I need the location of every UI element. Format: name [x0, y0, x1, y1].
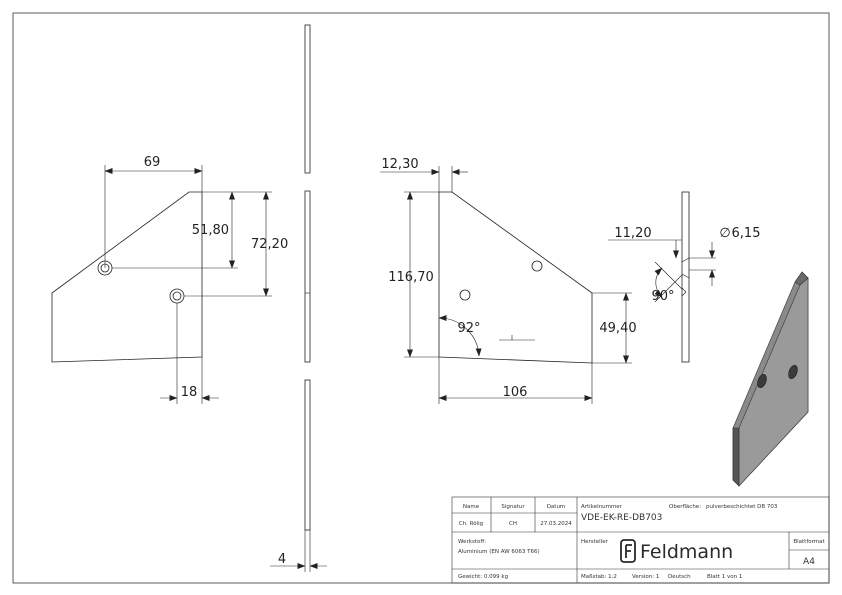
tb-version: Version: 1: [632, 574, 659, 580]
tb-article-number: VDE-EK-RE-DB703: [581, 513, 662, 523]
tb-article-label: Artikelnummer: [581, 504, 623, 510]
side-view-hole-2: [459, 289, 471, 301]
tb-header-date: Datum: [547, 504, 566, 510]
detail-diameter-symbol: ∅: [719, 226, 730, 241]
tb-header-signature: Signatur: [501, 504, 525, 510]
side-dim-49-40: 49,40: [599, 321, 636, 336]
iso-plate-edge: [732, 427, 740, 487]
detail-dim-angle-90: 90°: [651, 289, 674, 304]
edge-view-segment-top: [304, 24, 311, 174]
edge-dim-4: 4: [278, 552, 286, 567]
tb-surface-value: pulverbeschichtet DB 703: [706, 504, 778, 510]
front-dim-51-80: 51,80: [192, 223, 229, 238]
front-dim-18: 18: [181, 385, 198, 400]
title-block-text: Name Signatur Datum Ch. Rölig CH 27.03.2…: [458, 504, 826, 580]
front-view-hole-2-inner: [172, 291, 182, 301]
isometric-view: [732, 271, 809, 487]
feldmann-logo: Feldmann: [620, 539, 733, 563]
tb-header-name: Name: [463, 504, 480, 510]
angle-arc-90: [654, 267, 663, 298]
feldmann-logo-icon: [620, 539, 636, 563]
edge-view-segment-bottom: [304, 379, 311, 531]
feldmann-logo-text: Feldmann: [640, 541, 733, 563]
side-view: [380, 166, 632, 404]
detail-dim-6-15: 6,15: [732, 226, 761, 241]
iso-plate-front-face: [738, 277, 809, 487]
front-view: [51, 165, 272, 404]
iso-hole-2: [757, 373, 767, 389]
side-dim-12-30: 12,30: [381, 157, 418, 172]
tb-scale: Maßstab: 1:2: [581, 574, 617, 580]
edge-view-segment-mid: [304, 190, 311, 363]
tb-row-name: Ch. Rölig: [459, 521, 483, 527]
tb-row-signature: CH: [509, 521, 517, 527]
tb-surface-label: Oberfläche:: [669, 504, 701, 510]
detail-dim-11-20: 11,20: [614, 226, 651, 241]
front-view-hole-2: [169, 288, 185, 304]
side-view-hole-1: [531, 260, 543, 272]
angle-arc-92: [438, 314, 482, 357]
tb-row-date: 27.03.2024: [540, 521, 572, 527]
tb-language: Deutsch: [668, 574, 691, 580]
tb-manufacturer-label: Hersteller: [581, 539, 609, 545]
detail-view: [608, 191, 716, 363]
iso-plate-top-edge: [794, 271, 809, 286]
title-block: [451, 496, 830, 584]
edge-view: [270, 24, 327, 572]
tb-format-value: A4: [803, 557, 815, 567]
tb-format-label: Blattformat: [793, 539, 825, 545]
front-dim-69: 69: [144, 155, 161, 170]
side-dim-angle-92: 92°: [457, 321, 480, 336]
side-dim-106: 106: [503, 385, 528, 400]
side-view-outline: [438, 191, 593, 364]
tb-material-value: Aluminium (EN AW 6063 T66): [458, 549, 540, 555]
detail-view-plate: [681, 191, 690, 363]
tb-material-label: Werkstoff:: [458, 539, 486, 545]
tb-sheet: Blatt 1 von 1: [707, 574, 742, 580]
sheet-border: [12, 12, 830, 584]
front-view-outline: [51, 191, 203, 363]
tb-weight: Gewicht: 0.099 kg: [458, 574, 508, 580]
front-dim-72-20: 72,20: [251, 237, 288, 252]
iso-hole-1: [788, 364, 798, 380]
side-dim-116-70: 116,70: [388, 270, 434, 285]
